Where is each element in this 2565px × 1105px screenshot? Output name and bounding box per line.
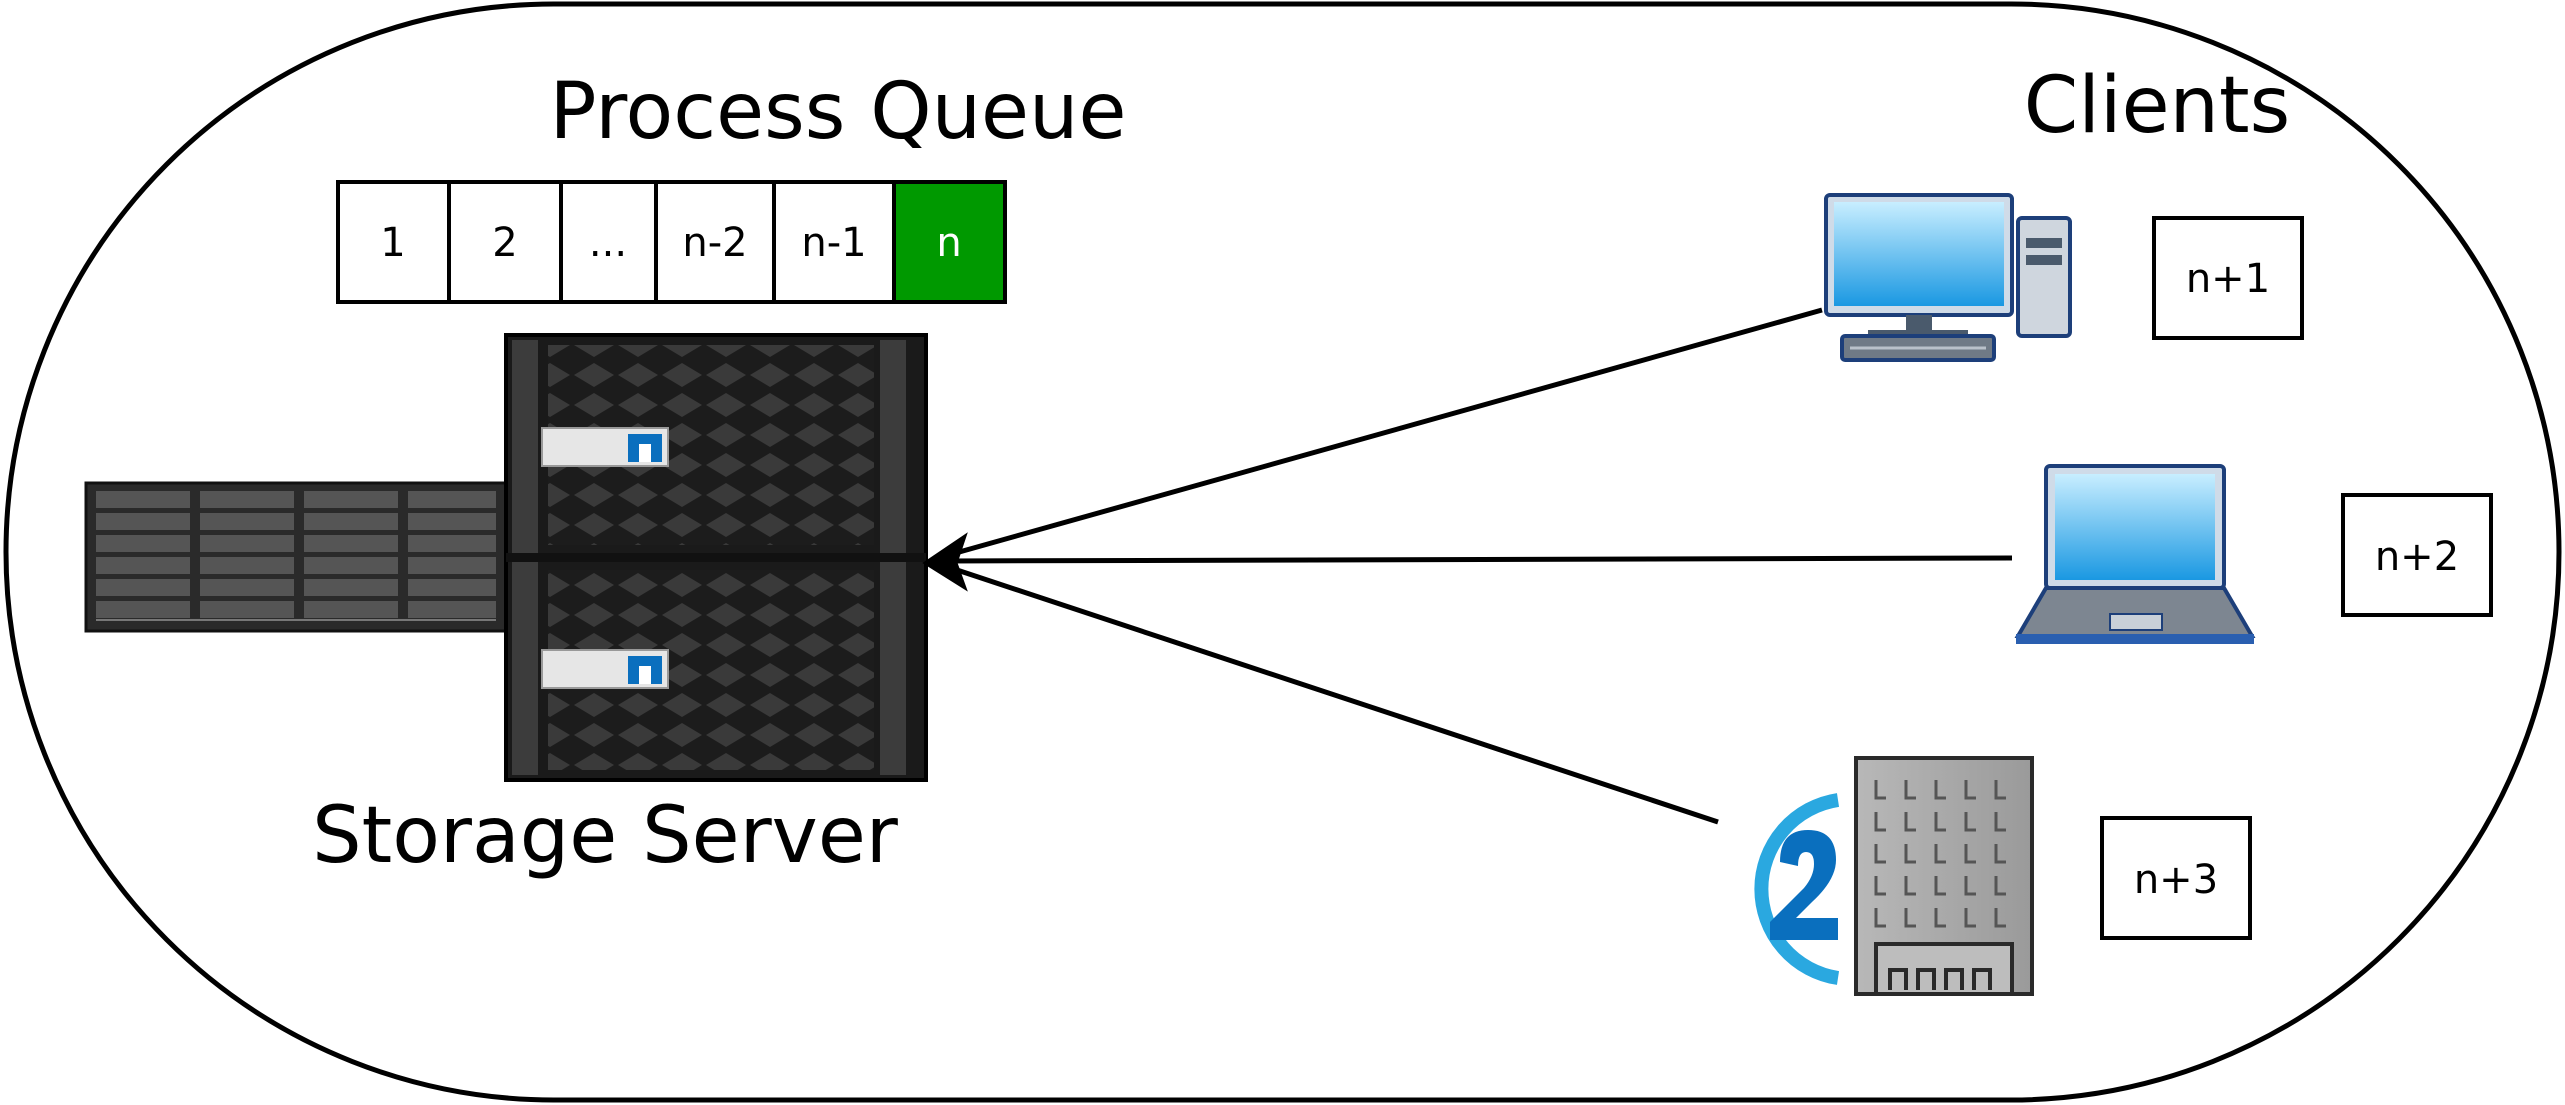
queue-slot-label: 2 <box>492 220 517 266</box>
cloud-number-badge-icon <box>1754 793 1840 985</box>
queue-slot-label: 1 <box>380 220 405 266</box>
queue-slot <box>772 180 896 304</box>
queue-slot-label: n-2 <box>682 220 747 266</box>
request-arrows <box>944 307 2013 825</box>
queue-slot <box>336 180 451 304</box>
client-request-label: n+3 <box>2134 857 2218 903</box>
client-request-n3: n+3 <box>2100 816 2252 940</box>
desktop-computer-icon <box>1824 193 2072 362</box>
arrowhead <box>922 532 968 592</box>
brand-logo-icon <box>628 434 662 462</box>
arrow-from-laptop <box>944 555 2013 564</box>
queue-slot-label: ... <box>589 220 627 266</box>
process-queue: 1 2 ... n-2 n-1 n <box>336 180 1007 304</box>
queue-slot-label: n-1 <box>801 220 866 266</box>
client-request-label: n+2 <box>2375 534 2459 580</box>
storage-server-icon <box>84 333 928 782</box>
queue-slot <box>654 180 776 304</box>
arrow-from-building <box>944 563 1719 825</box>
arrow-from-desktop <box>944 307 1823 559</box>
queue-slot <box>447 180 563 304</box>
server-label: Storage Server <box>312 791 899 881</box>
client-request-label: n+1 <box>2186 256 2270 302</box>
queue-title: Process Queue <box>550 67 1127 157</box>
queue-slot-label: n <box>936 220 961 266</box>
laptop-icon <box>2014 464 2256 644</box>
queue-slot-active <box>892 180 1007 304</box>
client-request-n2: n+2 <box>2341 493 2493 617</box>
office-building-icon <box>1854 756 2034 996</box>
boundary-outline <box>3 1 2562 1103</box>
brand-logo-icon <box>628 656 662 684</box>
disk-shelf-icon <box>84 481 508 633</box>
clients-title: Clients <box>2024 61 2290 151</box>
controller-chassis-icon <box>504 333 928 782</box>
client-request-n1: n+1 <box>2152 216 2304 340</box>
